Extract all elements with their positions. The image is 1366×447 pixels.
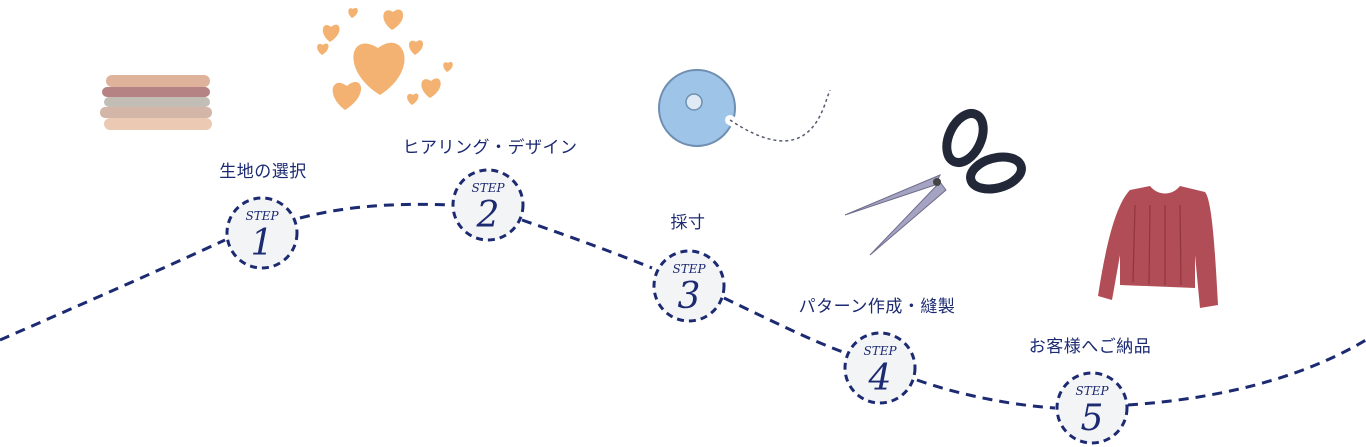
step-1-title: 生地の選択 <box>219 157 307 182</box>
step-number: 5 <box>1081 398 1104 439</box>
step-number: 4 <box>868 358 892 399</box>
fabric-stack-illustration <box>100 75 212 130</box>
step-4-title: パターン作成・縫製 <box>799 292 956 317</box>
step-label: STEP <box>1075 384 1109 398</box>
hearts-illustration <box>317 8 453 110</box>
step-5-title: お客様へご納品 <box>1029 332 1152 357</box>
measuring-tape-illustration <box>659 70 830 146</box>
step-label: STEP <box>672 262 706 276</box>
sweater-illustration <box>1098 186 1218 308</box>
step-number: 2 <box>476 195 500 236</box>
step-number: 1 <box>251 223 274 264</box>
scissors-illustration <box>845 108 1025 255</box>
step-label: STEP <box>471 181 505 195</box>
step-2-title: ヒアリング・デザイン <box>403 133 578 158</box>
step-label: STEP <box>863 344 897 358</box>
step-label: STEP <box>245 209 279 223</box>
step-3-title: 採寸 <box>671 208 706 233</box>
step-number: 3 <box>678 276 701 317</box>
